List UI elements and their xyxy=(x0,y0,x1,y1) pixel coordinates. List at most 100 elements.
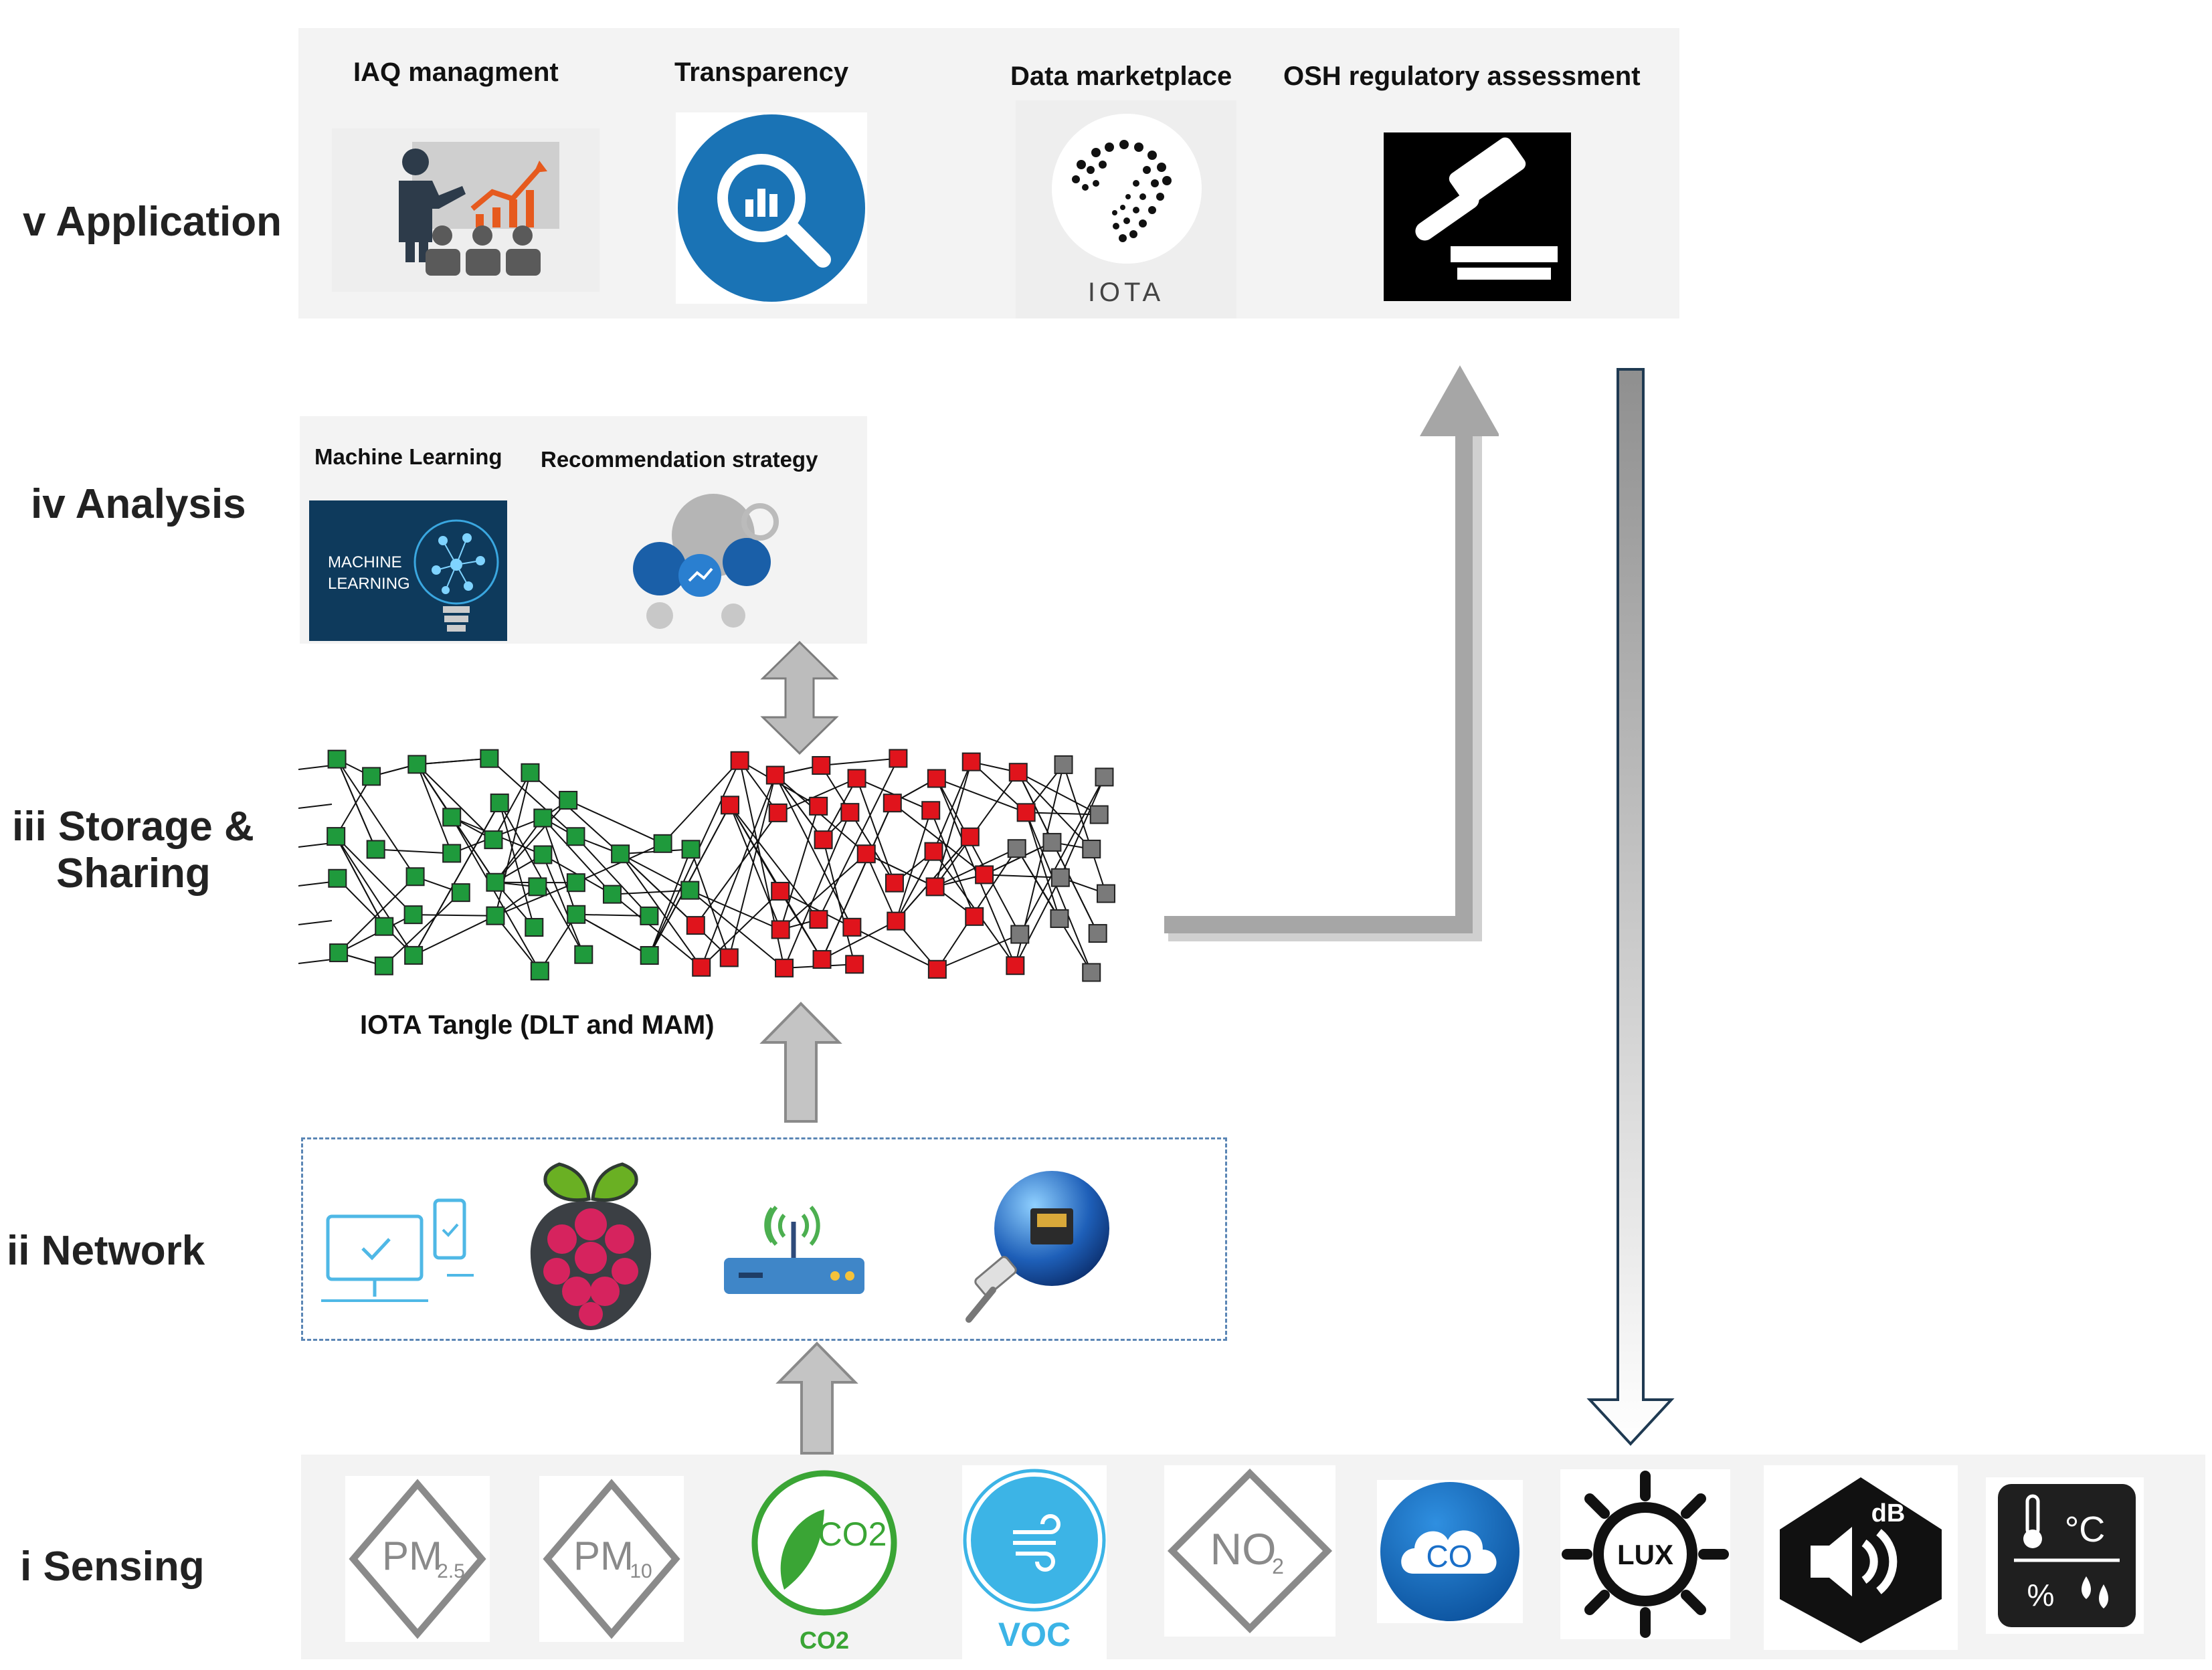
tangle-edge xyxy=(567,800,664,844)
tangle-edge xyxy=(701,775,776,968)
tangle-node-pending xyxy=(960,827,980,846)
temperature-label: °C xyxy=(2065,1509,2106,1550)
caption-machine-learning: Machine Learning xyxy=(314,444,502,469)
tangle-edge xyxy=(1025,812,1061,919)
tangle-node-confirmed xyxy=(328,868,347,888)
tangle-node-pending xyxy=(812,756,831,775)
tangle-node-pending xyxy=(921,801,941,820)
tangle-edge xyxy=(821,802,893,960)
tangle-edge xyxy=(416,763,494,840)
tangle-node-pending xyxy=(1008,763,1028,782)
tangle-edge xyxy=(984,874,1061,878)
tangle-edge xyxy=(488,757,577,837)
tangle-edge xyxy=(335,836,414,915)
tangle-edge xyxy=(729,804,820,920)
tangle-edge xyxy=(936,777,1027,814)
tangle-node-tip xyxy=(1010,925,1030,944)
tangle-edge xyxy=(498,802,535,928)
network-to-storage-arrow xyxy=(759,1002,842,1123)
tangle-node-pending xyxy=(692,957,711,977)
tangle-edge xyxy=(612,893,702,968)
tangle-node-confirmed xyxy=(530,961,549,981)
tangle-node-pending xyxy=(765,765,785,785)
tangle-node-pending xyxy=(883,794,902,813)
tangle-edge xyxy=(620,853,697,926)
layer-label-analysis: iv Analysis xyxy=(31,481,246,527)
tangle-edge xyxy=(822,777,858,840)
tangle-node-confirmed xyxy=(484,830,503,850)
tangle-edge xyxy=(494,772,531,916)
tangle-edge xyxy=(542,854,585,955)
tangle-node-tip xyxy=(1095,767,1114,787)
tangle-node-confirmed xyxy=(566,827,585,846)
db-label: dB xyxy=(1871,1499,1906,1527)
tangle-node-pending xyxy=(845,955,864,974)
tangle-edge xyxy=(335,775,372,837)
tangle-node-pending xyxy=(924,842,943,861)
tangle-edge xyxy=(413,802,500,956)
layer-label-application: v Application xyxy=(23,199,282,245)
tangle-node-confirmed xyxy=(521,763,540,782)
pm25-icon: PM 2.5 xyxy=(345,1476,490,1642)
tangle-node-pending xyxy=(927,959,947,979)
storage-to-application-arrow xyxy=(1164,365,1499,941)
tangle-node-pending xyxy=(768,803,788,822)
tangle-edge xyxy=(690,848,730,958)
tangle-edge xyxy=(539,914,577,971)
tangle-node-confirmed xyxy=(640,945,659,965)
voc-caption: VOC xyxy=(998,1616,1071,1653)
tangle-edge xyxy=(821,757,899,767)
no2-label: NO xyxy=(1210,1524,1277,1574)
tangle-edge xyxy=(298,804,333,809)
tangle-node-confirmed xyxy=(451,883,470,903)
tangle-node-pending xyxy=(887,911,906,931)
tangle-node-confirmed xyxy=(404,945,424,965)
tangle-node-confirmed xyxy=(533,845,553,864)
iota-logo-text: IOTA xyxy=(1088,278,1164,307)
co2-label: CO2 xyxy=(818,1515,887,1553)
analysis-storage-double-arrow xyxy=(760,640,839,755)
tangle-edge xyxy=(416,764,453,854)
tangle-node-confirmed xyxy=(407,755,427,774)
tangle-edge xyxy=(417,757,490,765)
co2-caption: CO2 xyxy=(800,1627,849,1654)
tangle-edge xyxy=(338,876,416,953)
tangle-node-pending xyxy=(965,907,984,926)
tangle-node-pending xyxy=(771,881,790,901)
tangle-node-pending xyxy=(809,796,828,816)
tangle-edge xyxy=(413,914,496,917)
tangle-node-confirmed xyxy=(567,905,586,924)
tangle-edge xyxy=(542,818,577,915)
tangle-edge xyxy=(779,853,867,931)
layer-label-storage-line2: Sharing xyxy=(56,850,211,897)
tangle-edge xyxy=(856,778,895,884)
tangle-node-pending xyxy=(842,917,862,937)
caption-data-marketplace: Data marketplace xyxy=(1010,62,1232,91)
caption-iaq-management: IAQ managment xyxy=(353,58,559,87)
iota-logo: IOTA xyxy=(1016,100,1236,318)
co-label: CO xyxy=(1426,1539,1473,1574)
tangle-edge xyxy=(728,775,776,958)
tangle-node-confirmed xyxy=(611,844,630,864)
tangle-edge xyxy=(529,772,621,854)
tangle-edge xyxy=(937,933,1020,970)
caption-iota-tangle: IOTA Tangle (DLT and MAM) xyxy=(360,1010,715,1040)
gears-icon xyxy=(620,488,780,636)
presentation-icon xyxy=(332,128,600,292)
tangle-node-confirmed xyxy=(490,794,509,813)
tangle-node-pending xyxy=(1016,803,1036,822)
tangle-edge xyxy=(822,839,856,965)
tangle-edge xyxy=(337,878,414,956)
tangle-node-tip xyxy=(1054,755,1073,774)
tangle-edge xyxy=(865,853,897,922)
tangle-edge xyxy=(612,889,690,895)
tangle-edge xyxy=(542,817,613,895)
tangle-edge xyxy=(1059,777,1105,878)
lux-label: LUX xyxy=(1617,1539,1673,1570)
raspberry-pi-icon xyxy=(519,1157,662,1334)
tangle-edges xyxy=(298,757,1107,973)
humidity-label: % xyxy=(2027,1578,2055,1612)
tangle-node-confirmed xyxy=(362,767,381,786)
tangle-node-pending xyxy=(775,958,794,978)
no2-sub: 2 xyxy=(1272,1554,1284,1578)
